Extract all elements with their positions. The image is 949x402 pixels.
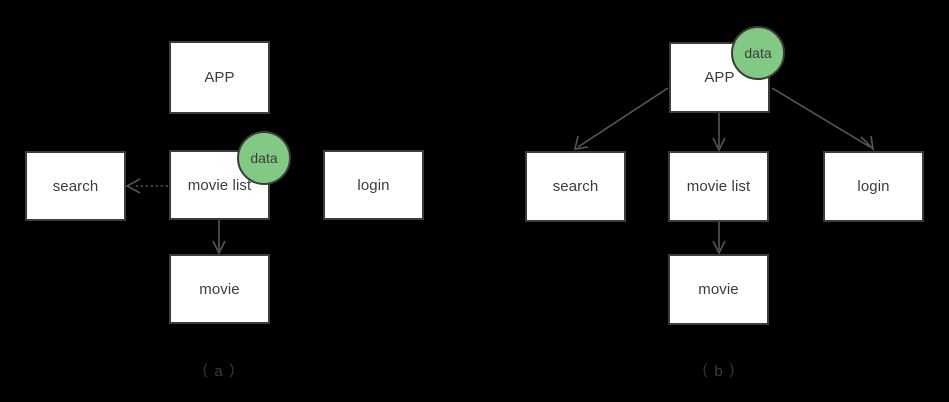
node-a-movie-label: movie: [199, 280, 240, 298]
caption-panel-b-text: （ b ）: [693, 363, 745, 380]
node-b-search[interactable]: search: [525, 151, 626, 222]
edge-b-movielist-to-movie: [712, 222, 726, 255]
caption-panel-b: （ b ）: [659, 360, 779, 381]
node-b-login[interactable]: login: [823, 151, 924, 222]
edge-b-app-to-movielist: [712, 113, 726, 152]
edge-a-movielist-to-search: [125, 178, 168, 194]
node-a-login-label: login: [357, 176, 390, 194]
node-b-movie-label: movie: [698, 281, 739, 298]
badge-a-data[interactable]: data: [237, 131, 291, 185]
caption-panel-a-text: （ a ）: [193, 363, 245, 380]
node-a-login[interactable]: login: [323, 150, 424, 220]
caption-panel-a: （ a ）: [159, 360, 279, 381]
node-b-search-label: search: [552, 178, 599, 195]
node-b-movie-list[interactable]: movie list: [668, 151, 769, 222]
edge-b-app-to-search: [573, 87, 669, 150]
badge-a-data-label: data: [250, 150, 278, 166]
edge-a-movielist-to-movie: [212, 220, 226, 255]
node-a-movie-list-label: movie list: [187, 176, 252, 194]
node-a-app[interactable]: APP: [169, 41, 270, 114]
node-a-search-label: search: [52, 177, 99, 195]
node-b-login-label: login: [857, 178, 890, 195]
badge-b-data-label: data: [744, 45, 772, 61]
node-a-app-label: APP: [204, 69, 235, 86]
badge-b-data[interactable]: data: [731, 26, 785, 80]
edge-b-app-to-login: [771, 87, 875, 152]
node-a-movie[interactable]: movie: [169, 254, 270, 324]
node-b-movie-list-label: movie list: [686, 178, 751, 195]
node-a-search[interactable]: search: [25, 151, 126, 221]
node-b-app-label: APP: [704, 69, 735, 86]
node-b-movie[interactable]: movie: [668, 254, 769, 325]
